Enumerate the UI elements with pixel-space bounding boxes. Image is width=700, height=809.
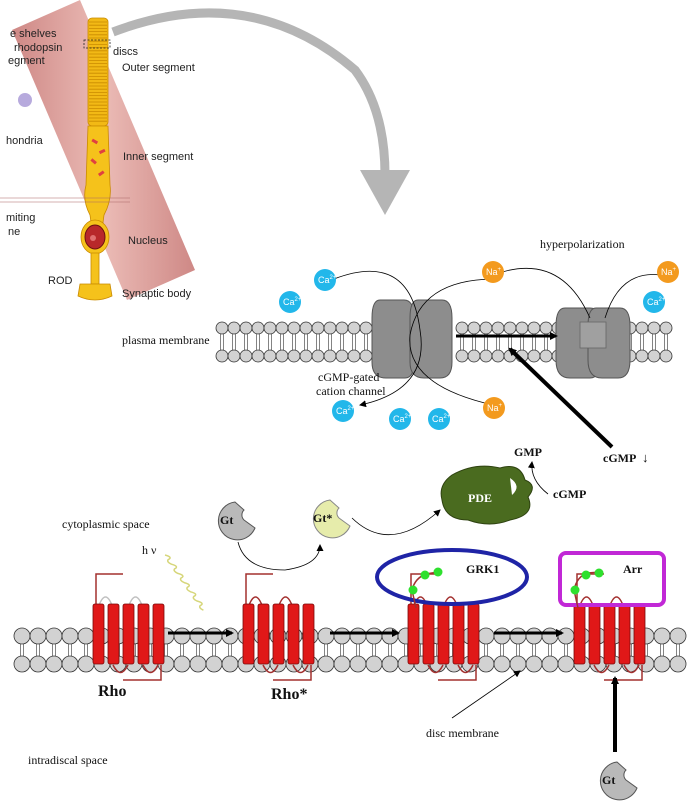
svg-text:Ca2+: Ca2+ [336, 406, 355, 416]
outer-limiting-membrane [0, 197, 130, 203]
grk1-ring [375, 548, 529, 606]
label-channel-2: cation channel [316, 384, 386, 398]
label-cgmp: cGMP [553, 487, 586, 501]
sodium-ion-7: Na+ [483, 397, 505, 419]
mitochondria-icon [18, 93, 32, 107]
label-channel-1: cGMP-gated [318, 370, 379, 384]
cgmp-decrease-arrow [508, 347, 614, 449]
phosphate-chain-grk1 [408, 567, 443, 609]
svg-text:Ca2+: Ca2+ [283, 297, 302, 307]
label-inner-segment: Inner segment [123, 151, 193, 163]
rhodopsin-3 [573, 573, 646, 681]
label-rho: Rho [98, 683, 126, 700]
label-hv: h ν [142, 543, 157, 557]
label-gmp: GMP [514, 445, 542, 459]
svg-text:Na+: Na+ [661, 267, 677, 277]
rod-disc-highlight-box [83, 39, 111, 49]
arr-box [558, 551, 666, 607]
label-shelves: e shelves [10, 28, 57, 40]
calcium-ion-0: Ca2+ [314, 269, 337, 291]
rod-outer-segment [87, 17, 109, 127]
ion-layer: Ca2+ Ca2+ Ca2+ Ca2+ Ca2+ Ca2+ Na+ Na+ Na+ [279, 261, 679, 430]
label-mitochondria: hondria [6, 135, 44, 147]
label-nucleus: Nucleus [128, 235, 168, 247]
pde-enzyme: PDE [440, 465, 533, 525]
svg-text:Ca2+: Ca2+ [647, 297, 666, 307]
zoom-arrow [111, 8, 410, 215]
svg-text:Ca2+: Ca2+ [432, 414, 451, 424]
rod-cell-illustration: e shelves rhodopsin egment discs Outer s… [0, 0, 195, 301]
label-gt-bottom: Gt [602, 773, 615, 787]
svg-text:cGMP: cGMP [603, 451, 636, 465]
svg-text:Na+: Na+ [486, 267, 502, 277]
rhodopsin-1 [242, 573, 315, 681]
label-grk1: GRK1 [466, 562, 499, 576]
label-disc-membrane: disc membrane [426, 726, 499, 740]
calcium-ion-4: Ca2+ [428, 408, 451, 430]
cgmp-gated-channel-open [371, 299, 453, 379]
label-rhodopsin: rhodopsin [14, 42, 62, 54]
rod-synaptic-body [77, 283, 113, 301]
rhodopsin-0 [92, 573, 165, 681]
label-outer-segment: Outer segment [122, 62, 195, 74]
label-segment: egment [8, 55, 45, 67]
mitochondria-marks [90, 138, 106, 177]
calcium-ion-1: Ca2+ [279, 291, 302, 313]
label-rho-active: Rho* [271, 686, 307, 703]
label-discs: discs [113, 46, 139, 58]
cgmp-to-gmp-arrow [527, 461, 549, 495]
svg-text:↓: ↓ [642, 450, 649, 465]
calcium-ion-3: Ca2+ [389, 408, 412, 430]
rhodopsin-layer [92, 573, 646, 681]
label-cgmp-decrease: cGMP ↓ [603, 450, 649, 465]
label-rod: ROD [48, 275, 73, 287]
label-limiting-1: miting [6, 212, 35, 224]
calcium-ion-2: Ca2+ [332, 400, 355, 422]
sodium-ion-6: Na+ [482, 261, 504, 283]
gt-protein: Gt [217, 501, 256, 541]
svg-text:Ca2+: Ca2+ [318, 275, 337, 285]
label-synaptic-body: Synaptic body [122, 288, 192, 300]
label-gt: Gt [220, 513, 233, 527]
rhodopsin-2 [407, 573, 480, 681]
svg-text:Ca2+: Ca2+ [393, 414, 412, 424]
cgmp-gated-channel-closed [555, 307, 631, 379]
ion-flow-lines [333, 267, 661, 408]
label-pde: PDE [468, 491, 492, 505]
label-intradiscal: intradiscal space [28, 753, 108, 767]
rod-axon [90, 252, 100, 285]
label-plasma-membrane: plasma membrane [122, 333, 210, 347]
cascade-flow-lines [237, 509, 441, 571]
svg-text:Na+: Na+ [487, 403, 503, 413]
label-limiting-2: ne [8, 226, 20, 238]
sodium-ion-8: Na+ [657, 261, 679, 283]
label-gt-active: Gt* [313, 511, 332, 525]
photon-wave: h ν [142, 543, 204, 611]
label-cytoplasmic: cytoplasmic space [62, 517, 150, 531]
gt-active-protein: Gt* [312, 499, 351, 539]
disc-membrane-pointer [451, 670, 521, 719]
gt-protein-bottom: Gt [599, 761, 638, 801]
calcium-ion-5: Ca2+ [643, 291, 666, 313]
phosphate-chain-arr [570, 568, 604, 609]
label-hyperpolarization: hyperpolarization [540, 237, 625, 251]
label-arr: Arr [623, 562, 643, 576]
